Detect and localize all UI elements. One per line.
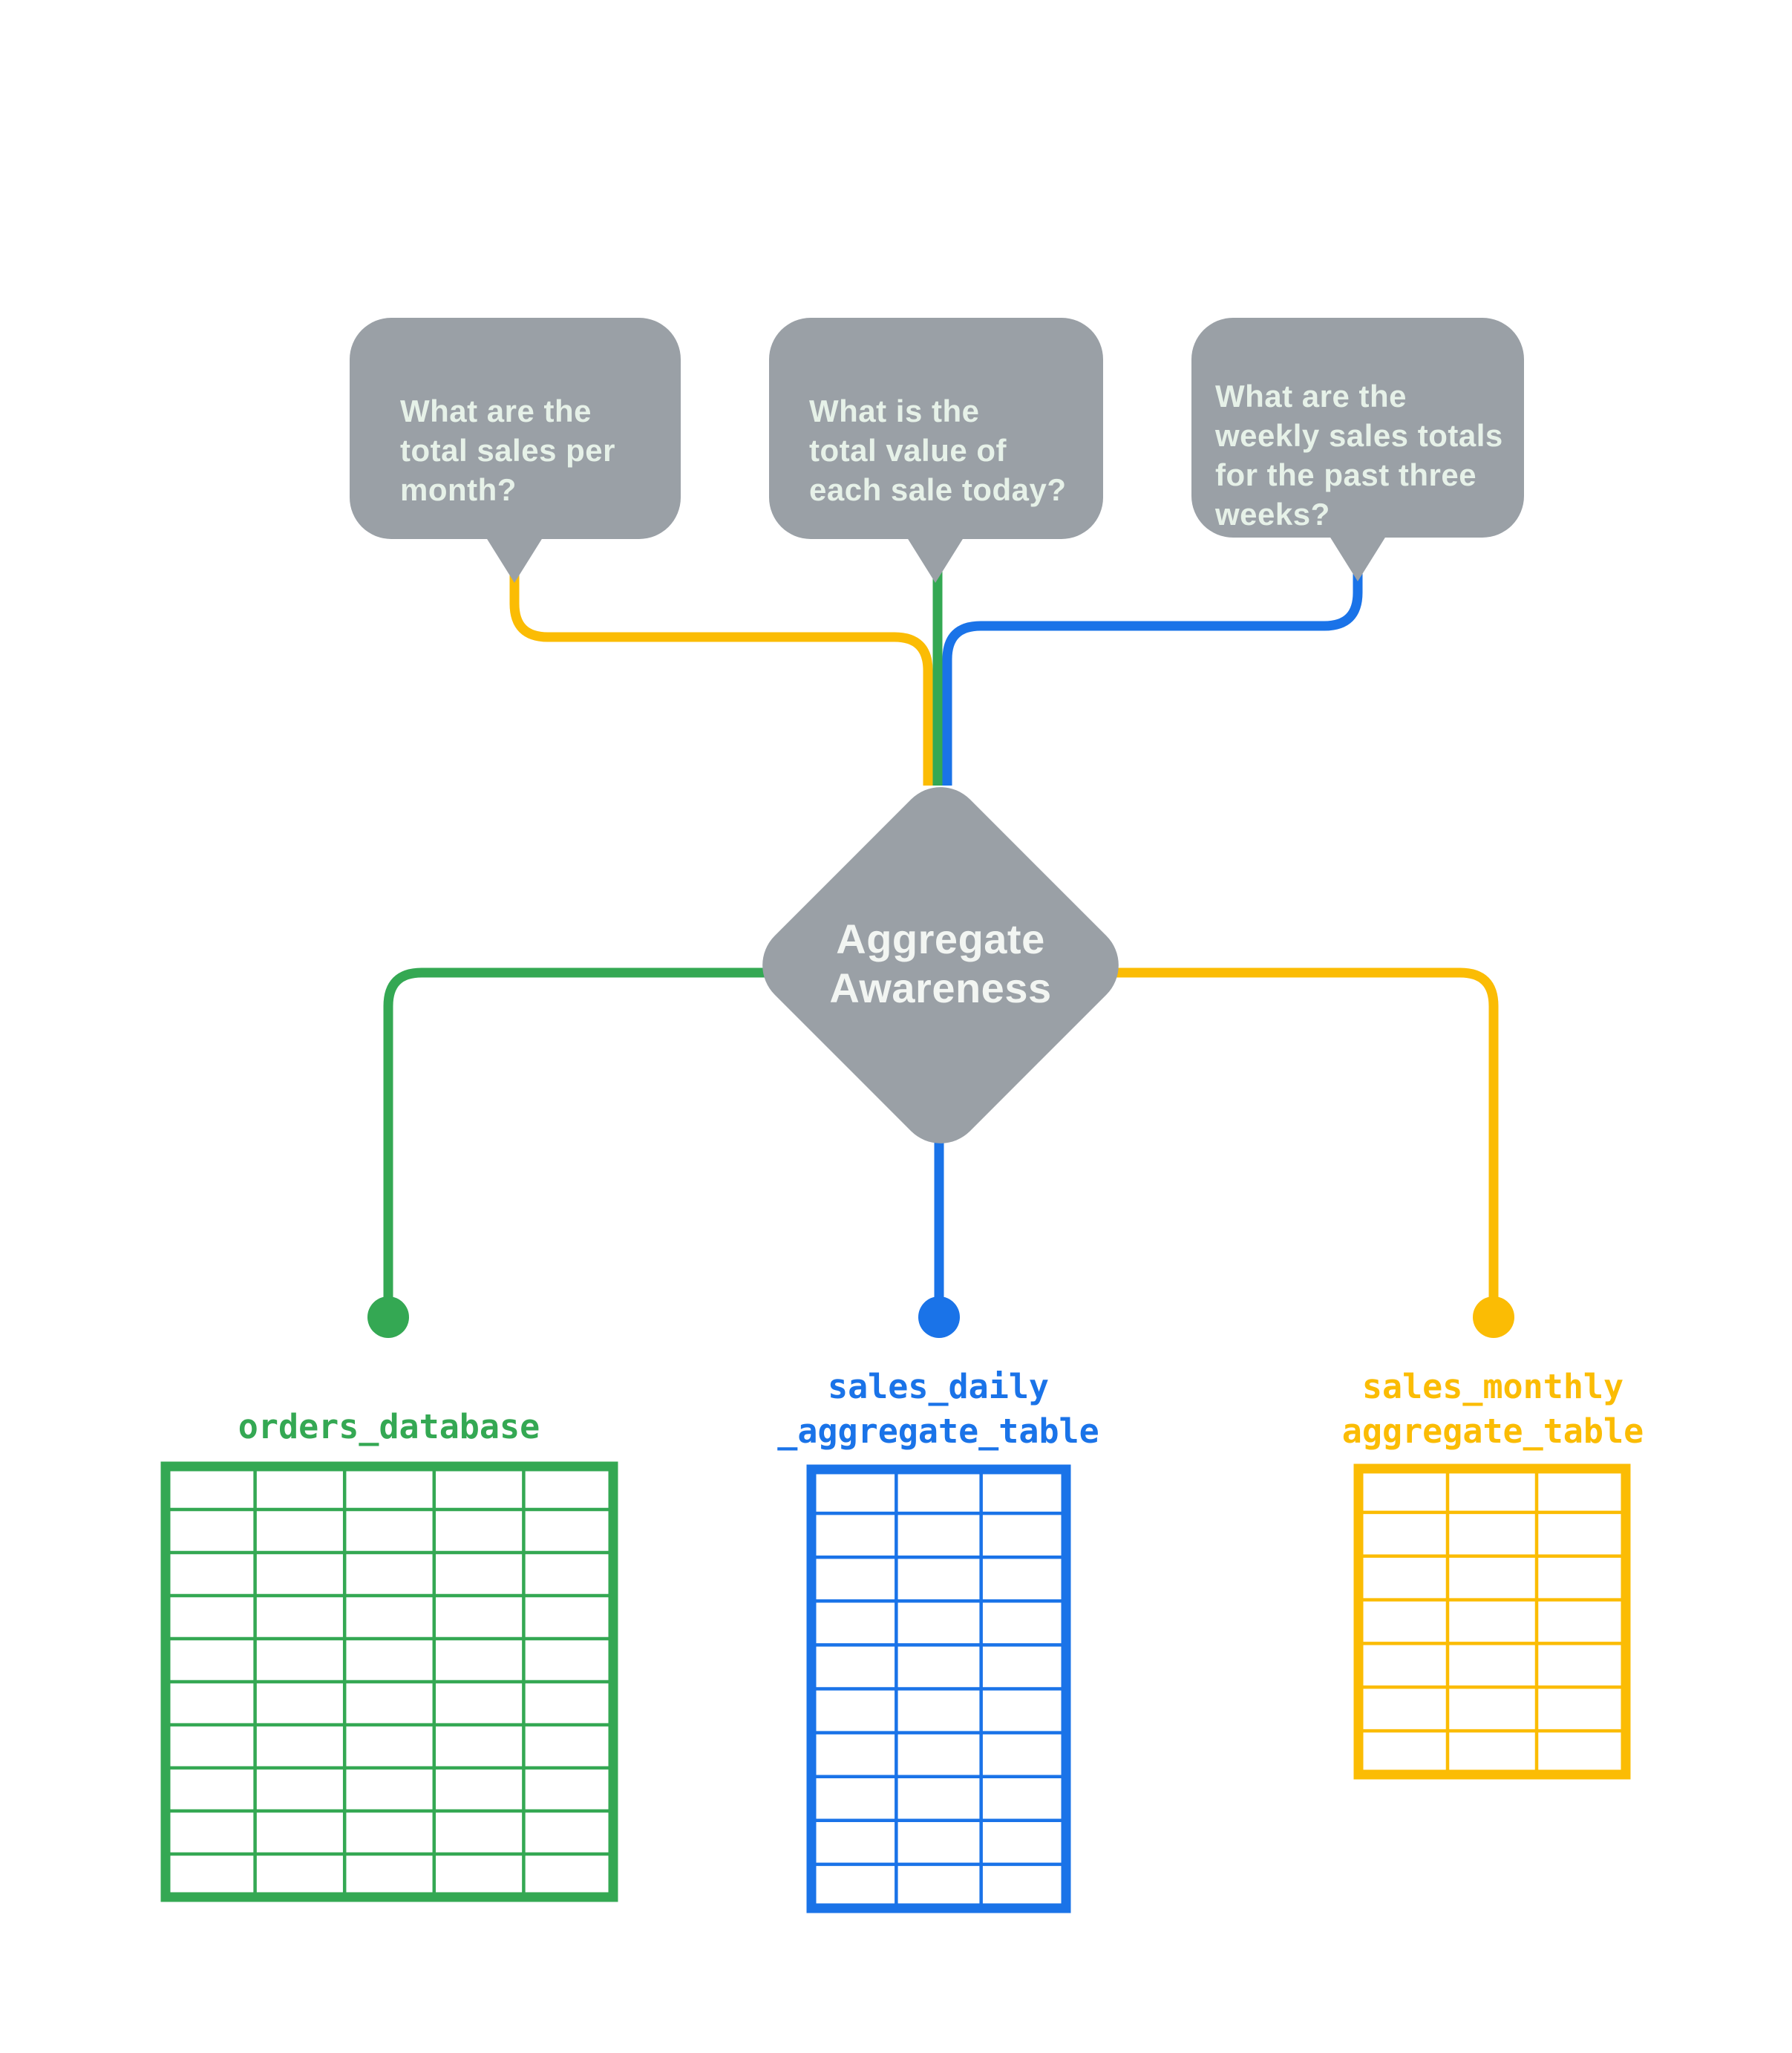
sales-monthly-grid-border <box>1353 1463 1631 1780</box>
orders-database-label: orders_database <box>238 1407 540 1446</box>
connector-question1-line <box>509 566 933 786</box>
question-bubble-monthly-sales-text: What are the total sales per month? <box>400 394 615 507</box>
sales-daily-aggregate-table-grid <box>806 1464 1071 1913</box>
orders-database-grid-lines <box>166 1466 613 1897</box>
sales-daily-grid-lines <box>811 1469 1066 1908</box>
sales-monthly-aggregate-table-label: sales_monthly aggregate_table <box>1341 1367 1644 1451</box>
sales-daily-anchor-dot <box>918 1296 960 1338</box>
question-bubble-daily-sales: What is the total value of each sale tod… <box>769 318 1103 539</box>
question-bubble-daily-sales-tail <box>906 535 965 583</box>
aggregate-awareness-label: Aggregate Awareness <box>829 915 1052 1011</box>
sales-monthly-aggregate-table-grid <box>1353 1463 1631 1780</box>
sales-monthly-grid-lines <box>1358 1469 1626 1775</box>
connector-orders-database-line <box>383 967 765 1301</box>
sales-daily-aggregate-table-label: sales_daily _aggregate_table <box>777 1367 1099 1451</box>
sales-monthly-anchor-dot <box>1473 1296 1514 1338</box>
connector-sales-monthly-line <box>1116 967 1499 1301</box>
question-bubble-weekly-sales: What are the weekly sales totals for the… <box>1191 318 1524 538</box>
question-bubble-monthly-sales-tail <box>485 535 544 583</box>
connector-question3-line <box>942 566 1363 786</box>
orders-database-grid <box>160 1461 618 1902</box>
question-bubble-monthly-sales: What are the total sales per month? <box>350 318 681 539</box>
question-bubble-weekly-sales-tail <box>1328 534 1387 581</box>
question-bubble-weekly-sales-text: What are the weekly sales totals for the… <box>1215 379 1503 532</box>
orders-database-anchor-dot <box>367 1296 409 1338</box>
question-bubble-daily-sales-text: What is the total value of each sale tod… <box>809 394 1067 507</box>
